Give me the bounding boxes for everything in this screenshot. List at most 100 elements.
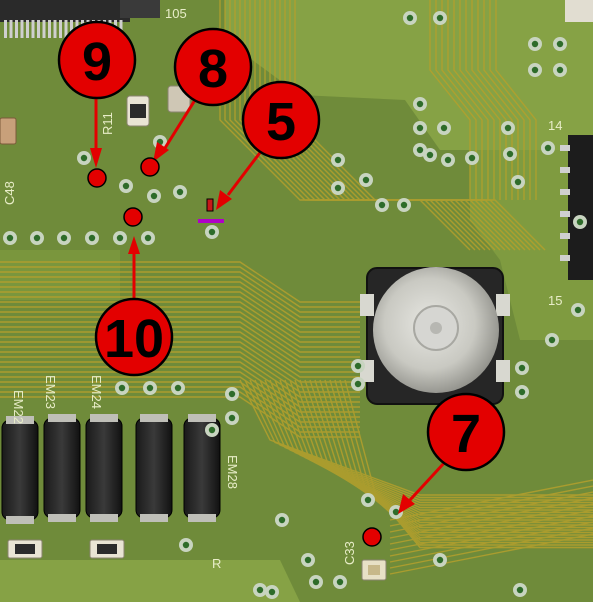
via-hole bbox=[150, 192, 158, 200]
via-hole bbox=[304, 556, 312, 564]
via-hole bbox=[122, 182, 130, 190]
via-hole bbox=[544, 144, 552, 152]
trace-line bbox=[249, 379, 593, 501]
trace-line bbox=[0, 376, 360, 418]
silk-r-bottom: R bbox=[212, 556, 221, 571]
via-hole bbox=[444, 156, 452, 164]
silk-cap-label: C33 bbox=[342, 541, 357, 565]
via-hole bbox=[506, 150, 514, 158]
chip-pin bbox=[560, 211, 570, 217]
via-hole bbox=[516, 586, 524, 594]
marker-10: 10 bbox=[94, 297, 174, 377]
push-button-icon[interactable] bbox=[360, 267, 510, 405]
ic-pin bbox=[4, 20, 7, 38]
trace-line bbox=[0, 286, 360, 328]
ic-pin bbox=[20, 20, 24, 38]
silk-em-label-2: EM23 bbox=[43, 375, 58, 409]
ic-pin bbox=[70, 20, 73, 38]
marker-group bbox=[87, 96, 447, 547]
em-component bbox=[135, 417, 173, 519]
pin-highlight-bar bbox=[198, 219, 224, 223]
copper-pour-right bbox=[470, 150, 593, 340]
marker-5: 5 bbox=[241, 80, 321, 160]
marker-8-label: 8 bbox=[198, 39, 228, 99]
capacitor-c48 bbox=[0, 117, 17, 145]
em-lead bbox=[188, 514, 216, 522]
resistor-r11-body bbox=[130, 104, 146, 118]
via-hole bbox=[400, 201, 408, 209]
ic-pin bbox=[15, 20, 18, 38]
chip-pin bbox=[560, 189, 570, 195]
via-hole bbox=[518, 364, 526, 372]
trace-line bbox=[264, 379, 593, 509]
silk-em-label-3: EM24 bbox=[89, 375, 104, 409]
ic-chip-right bbox=[120, 0, 160, 18]
via-hole bbox=[6, 234, 14, 242]
via-hole bbox=[174, 384, 182, 392]
trace-line bbox=[259, 0, 511, 251]
via-hole bbox=[208, 228, 216, 236]
right-chip-pins bbox=[560, 145, 570, 261]
chip-pin bbox=[560, 145, 570, 151]
silk-em-label-1: EM22 bbox=[11, 390, 26, 424]
trace-line bbox=[0, 261, 360, 303]
trace-line bbox=[0, 271, 360, 313]
via-hole bbox=[144, 234, 152, 242]
em-lead bbox=[188, 414, 216, 422]
via-hole bbox=[426, 151, 434, 159]
trace-line bbox=[459, 0, 501, 200]
marker-dot-8 bbox=[140, 157, 160, 177]
via-hole bbox=[364, 496, 372, 504]
trace-line bbox=[0, 291, 360, 333]
trace-line bbox=[389, 533, 593, 575]
resistor-bottom-2-body bbox=[97, 544, 117, 554]
via-hole bbox=[60, 234, 68, 242]
marker-dot-7 bbox=[362, 527, 382, 547]
copper-pour-top bbox=[225, 0, 593, 150]
trace-line bbox=[0, 266, 360, 308]
ic-pin bbox=[48, 20, 51, 38]
trace-group bbox=[0, 0, 593, 575]
via-hole bbox=[531, 66, 539, 74]
em-lead bbox=[90, 414, 118, 422]
trace-line bbox=[389, 497, 593, 539]
trace-line bbox=[254, 0, 506, 251]
trace-line bbox=[441, 0, 483, 200]
via-hole bbox=[80, 154, 88, 162]
trace-line bbox=[344, 379, 593, 549]
via-hole bbox=[392, 508, 400, 516]
via-hole bbox=[416, 100, 424, 108]
via-hole bbox=[33, 234, 41, 242]
ic-pin bbox=[59, 20, 62, 38]
trace-line bbox=[264, 0, 516, 251]
via-holes bbox=[3, 11, 587, 599]
marker-8: 8 bbox=[173, 27, 253, 107]
via-hole bbox=[354, 362, 362, 370]
via-hole bbox=[228, 414, 236, 422]
trace-line bbox=[495, 0, 537, 200]
via-hole bbox=[334, 156, 342, 164]
via-hole bbox=[531, 40, 539, 48]
trace-line bbox=[389, 503, 593, 545]
ic-pin bbox=[9, 20, 13, 38]
silk-u-label: 14 bbox=[548, 118, 562, 133]
trace-line bbox=[279, 0, 531, 251]
via-hole bbox=[278, 516, 286, 524]
trace-line bbox=[259, 379, 593, 506]
via-hole bbox=[362, 176, 370, 184]
via-hole bbox=[436, 14, 444, 22]
resistor-bottom-1-body bbox=[15, 544, 35, 554]
via-hole bbox=[334, 184, 342, 192]
trace-line bbox=[294, 0, 546, 251]
via-hole bbox=[354, 380, 362, 388]
em-lead bbox=[48, 514, 76, 522]
via-hole bbox=[208, 426, 216, 434]
trace-line bbox=[483, 0, 525, 200]
ic-pin bbox=[42, 20, 46, 38]
via-hole bbox=[146, 384, 154, 392]
trace-line bbox=[389, 527, 593, 569]
trace-line bbox=[239, 379, 593, 496]
via-hole bbox=[468, 154, 476, 162]
ic-pin bbox=[26, 20, 29, 38]
silk-ic-label: 105 bbox=[165, 6, 187, 21]
